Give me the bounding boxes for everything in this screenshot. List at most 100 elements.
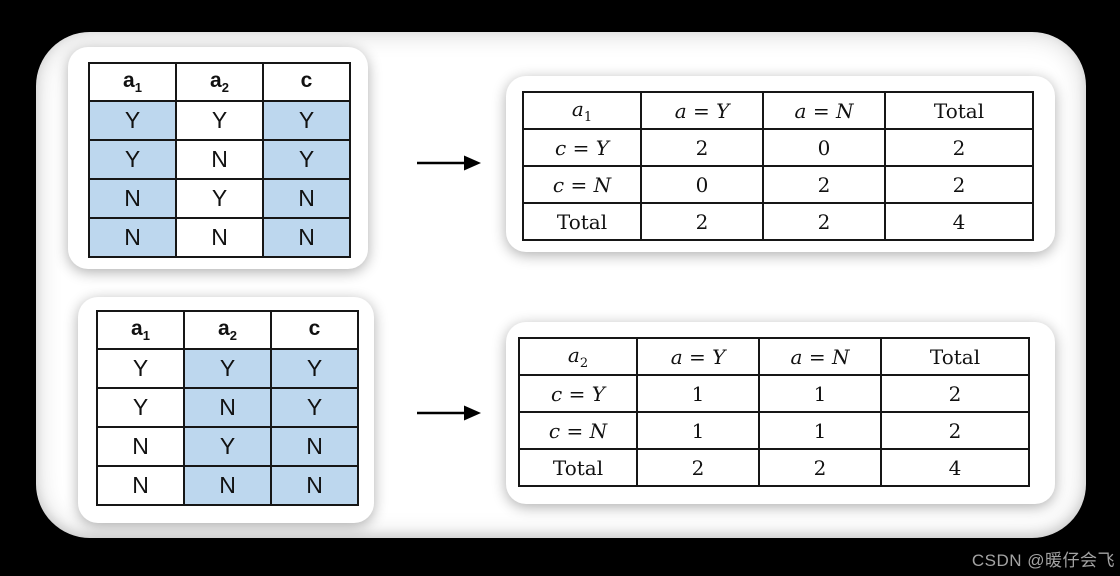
cell: Y <box>270 387 359 428</box>
column-header-total: Total <box>880 337 1030 376</box>
cell: Y <box>96 348 185 389</box>
column-header-c: c <box>270 310 359 350</box>
table-row: c = N 0 2 2 <box>522 165 1034 204</box>
arrow-right-icon <box>417 405 481 421</box>
corner-header-a1: a1 <box>522 91 642 130</box>
row-header-cY: c = Y <box>518 374 638 413</box>
header-row: a2 a = Y a = N Total <box>518 337 1030 376</box>
row-header-total: Total <box>518 448 638 487</box>
cell: N <box>88 217 177 258</box>
cell: Y <box>262 100 351 141</box>
column-header-aY: a = Y <box>636 337 760 376</box>
column-header-a2: a2 <box>175 62 264 102</box>
count-cell: 1 <box>758 374 882 413</box>
table-row: c = N 1 1 2 <box>518 411 1030 450</box>
table-row: Total 2 2 4 <box>522 202 1034 241</box>
contingency-table-a2: a2 a = Y a = N Total c = Y 1 1 2 c = N 1… <box>518 337 1030 487</box>
data-table-a2: a1 a2 c Y Y Y Y N Y N Y <box>96 310 359 506</box>
row-header-cN: c = N <box>522 165 642 204</box>
row-header-cY: c = Y <box>522 128 642 167</box>
column-header-a2: a2 <box>183 310 272 350</box>
count-cell: 4 <box>880 448 1030 487</box>
cell: N <box>96 426 185 467</box>
table-row: N Y N <box>96 426 359 467</box>
table-row: c = Y 1 1 2 <box>518 374 1030 413</box>
column-header-aN: a = N <box>762 91 886 130</box>
table-row: Y N Y <box>96 387 359 428</box>
data-table-a1: a1 a2 c Y Y Y Y N Y N Y <box>88 62 351 258</box>
cell: Y <box>88 139 177 180</box>
table-row: Y N Y <box>88 139 351 180</box>
count-cell: 0 <box>762 128 886 167</box>
table-row: c = Y 2 0 2 <box>522 128 1034 167</box>
header-sub: 2 <box>221 80 229 96</box>
header-sub: 2 <box>229 328 237 344</box>
contingency-card-a2: a2 a = Y a = N Total c = Y 1 1 2 c = N 1… <box>506 322 1055 504</box>
cell: Y <box>270 348 359 389</box>
cell: N <box>262 178 351 219</box>
cell: N <box>270 426 359 467</box>
column-header-c: c <box>262 62 351 102</box>
header-base: c <box>308 316 321 340</box>
row-header-cN: c = N <box>518 411 638 450</box>
count-cell: 0 <box>640 165 764 204</box>
header-base: a <box>123 68 135 92</box>
count-cell: 2 <box>758 448 882 487</box>
header-base: a <box>218 316 230 340</box>
cell: Y <box>88 100 177 141</box>
count-cell: 1 <box>758 411 882 450</box>
header-base: a <box>210 68 222 92</box>
cell: Y <box>262 139 351 180</box>
cell: N <box>175 139 264 180</box>
cell: Y <box>96 387 185 428</box>
header-row: a1 a2 c <box>96 310 359 350</box>
table-row: N N N <box>96 465 359 506</box>
corner-header-a2: a2 <box>518 337 638 376</box>
column-header-aY: a = Y <box>640 91 764 130</box>
count-cell: 2 <box>762 165 886 204</box>
table-row: N N N <box>88 217 351 258</box>
header-sub: 1 <box>134 80 142 96</box>
table-row: Total 2 2 4 <box>518 448 1030 487</box>
header-row: a1 a2 c <box>88 62 351 102</box>
cell: N <box>96 465 185 506</box>
header-base: a <box>131 316 143 340</box>
count-cell: 2 <box>640 128 764 167</box>
count-cell: 2 <box>880 411 1030 450</box>
count-cell: 1 <box>636 374 760 413</box>
arrow-right-icon <box>417 155 481 171</box>
table-row: Y Y Y <box>88 100 351 141</box>
count-cell: 2 <box>880 374 1030 413</box>
cell: Y <box>183 348 272 389</box>
header-sub: 1 <box>142 328 150 344</box>
column-header-a1: a1 <box>96 310 185 350</box>
count-cell: 2 <box>884 128 1034 167</box>
cell: Y <box>175 100 264 141</box>
watermark: CSDN @暖仔会飞 <box>971 551 1115 570</box>
cell: Y <box>183 426 272 467</box>
cell: N <box>88 178 177 219</box>
row-header-total: Total <box>522 202 642 241</box>
cell: Y <box>175 178 264 219</box>
cell: N <box>175 217 264 258</box>
column-header-total: Total <box>884 91 1034 130</box>
count-cell: 2 <box>636 448 760 487</box>
cell: N <box>183 465 272 506</box>
corner-base: a <box>567 342 580 367</box>
header-base: c <box>300 68 313 92</box>
corner-base: a <box>571 96 584 121</box>
count-cell: 2 <box>884 165 1034 204</box>
corner-sub: 2 <box>579 355 589 371</box>
data-table-card-a1: a1 a2 c Y Y Y Y N Y N Y <box>68 47 368 269</box>
table-row: N Y N <box>88 178 351 219</box>
cell: N <box>270 465 359 506</box>
count-cell: 4 <box>884 202 1034 241</box>
column-header-a1: a1 <box>88 62 177 102</box>
corner-sub: 1 <box>583 109 593 125</box>
cell: N <box>262 217 351 258</box>
count-cell: 2 <box>640 202 764 241</box>
header-row: a1 a = Y a = N Total <box>522 91 1034 130</box>
column-header-aN: a = N <box>758 337 882 376</box>
count-cell: 1 <box>636 411 760 450</box>
